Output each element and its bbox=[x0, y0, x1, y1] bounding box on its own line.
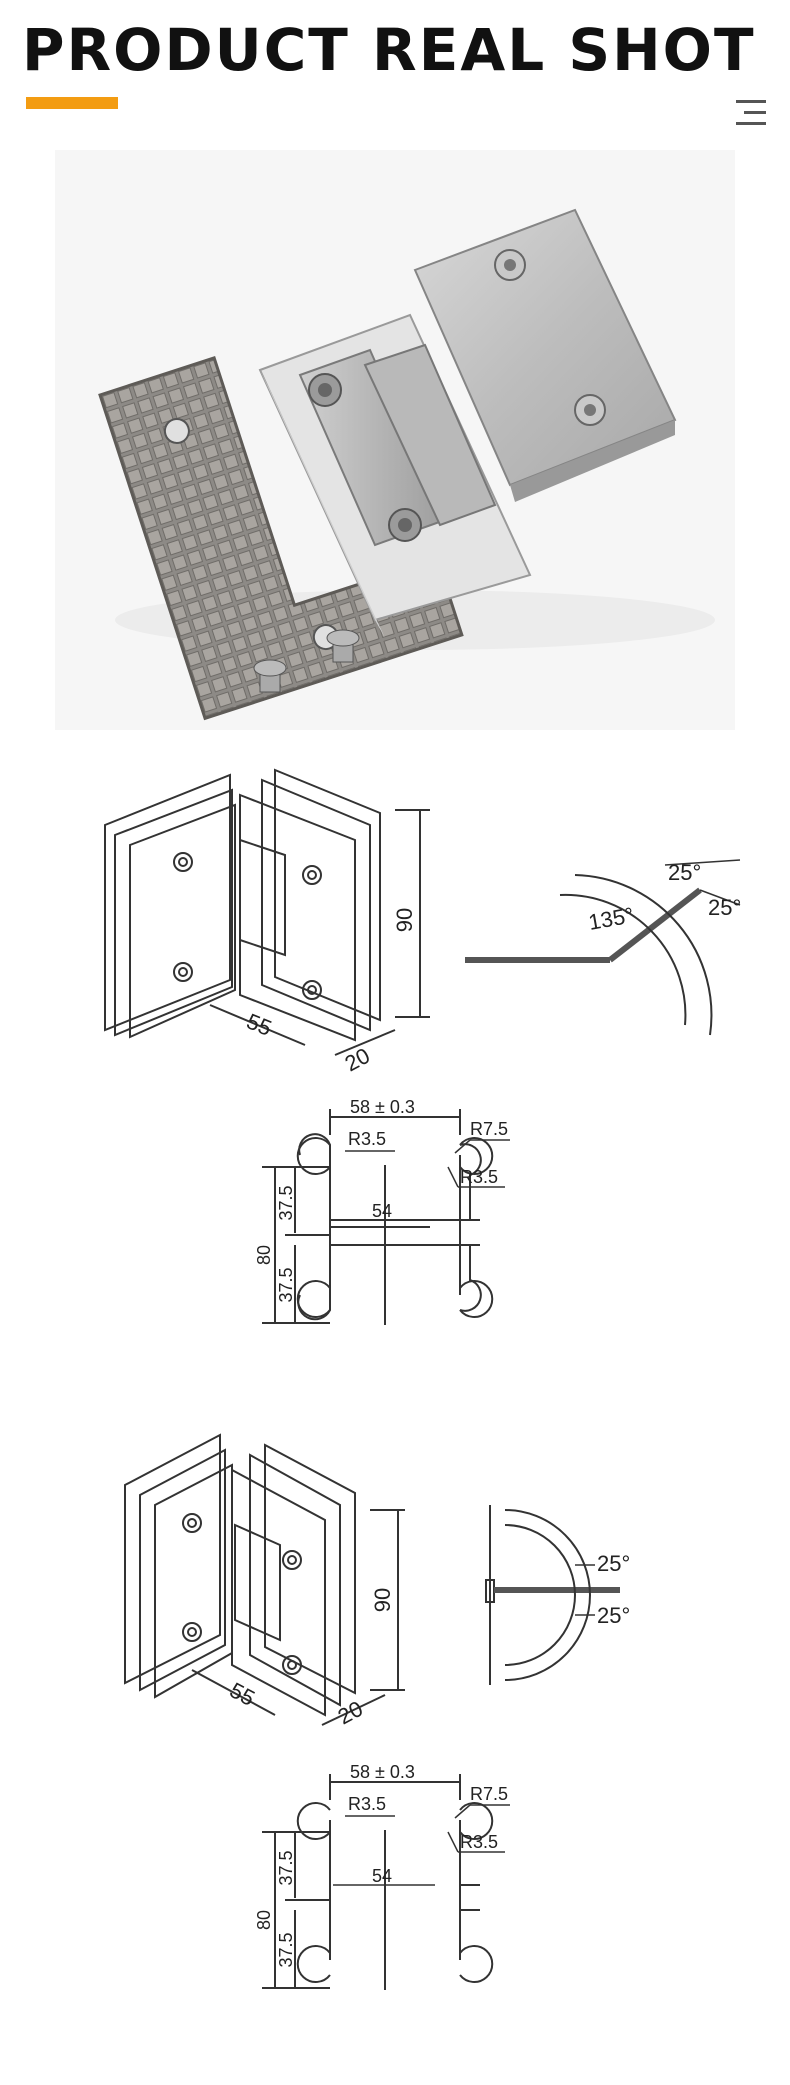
angle-25-bottom: 25° bbox=[597, 1603, 630, 1628]
hinge-dimension-drawing-2: 90 55 20 25° 25° bbox=[0, 1425, 790, 1755]
cutout-radius-top-right: R7.5 bbox=[470, 1784, 508, 1804]
cutout-total-height: 80 bbox=[254, 1245, 274, 1265]
cutout-radius-top-left: R3.5 bbox=[348, 1129, 386, 1149]
hamburger-menu-icon[interactable] bbox=[726, 98, 766, 128]
angle-25-top: 25° bbox=[597, 1551, 630, 1576]
dim-depth-20: 20 bbox=[334, 1696, 367, 1730]
cutout-radius-top-right: R7.5 bbox=[470, 1119, 508, 1139]
screw-2 bbox=[326, 629, 360, 663]
page-title: PRODUCT REAL SHOT bbox=[22, 16, 756, 84]
angle-135: 135° bbox=[587, 902, 636, 935]
dim-width-55: 55 bbox=[243, 1008, 275, 1040]
dim-depth-20: 20 bbox=[341, 1043, 374, 1077]
hinge-right bbox=[413, 208, 677, 502]
glass-cutout-drawing-2: 58 ± 0.3 R3.5 R7.5 R3.5 54 80 37.5 37.5 bbox=[0, 1760, 790, 2015]
cutout-upper-height: 37.5 bbox=[276, 1850, 296, 1885]
section-header: PRODUCT REAL SHOT bbox=[0, 0, 790, 140]
cutout-top-width: 58 ± 0.3 bbox=[350, 1097, 415, 1117]
glass-cutout-drawing-1: 58 ± 0.3 R3.5 R7.5 R3.5 54 80 37.5 37.5 bbox=[0, 1095, 790, 1350]
cutout-radius-top-left: R3.5 bbox=[348, 1794, 386, 1814]
cutout-lower-height: 37.5 bbox=[276, 1932, 296, 1967]
cutout-top-width: 58 ± 0.3 bbox=[350, 1762, 415, 1782]
dim-height-90: 90 bbox=[392, 908, 417, 932]
cutout-lower-height: 37.5 bbox=[276, 1267, 296, 1302]
cutout-inner-width: 54 bbox=[372, 1201, 392, 1221]
hinge-dimension-drawing-1: 90 55 20 135° 25° 25° bbox=[0, 755, 790, 1085]
dim-height-90: 90 bbox=[370, 1588, 395, 1612]
angle-25-top: 25° bbox=[668, 860, 701, 885]
cutout-radius-right: R3.5 bbox=[460, 1832, 498, 1852]
angle-25-side: 25° bbox=[708, 895, 741, 920]
cutout-inner-width: 54 bbox=[372, 1866, 392, 1886]
dim-width-55: 55 bbox=[226, 1677, 259, 1711]
cutout-upper-height: 37.5 bbox=[276, 1185, 296, 1220]
cutout-radius-right: R3.5 bbox=[460, 1167, 498, 1187]
cutout-total-height: 80 bbox=[254, 1910, 274, 1930]
hinge-left bbox=[298, 348, 447, 547]
product-photo bbox=[55, 150, 735, 730]
title-accent-bar bbox=[26, 97, 118, 109]
screw-1 bbox=[253, 659, 287, 693]
